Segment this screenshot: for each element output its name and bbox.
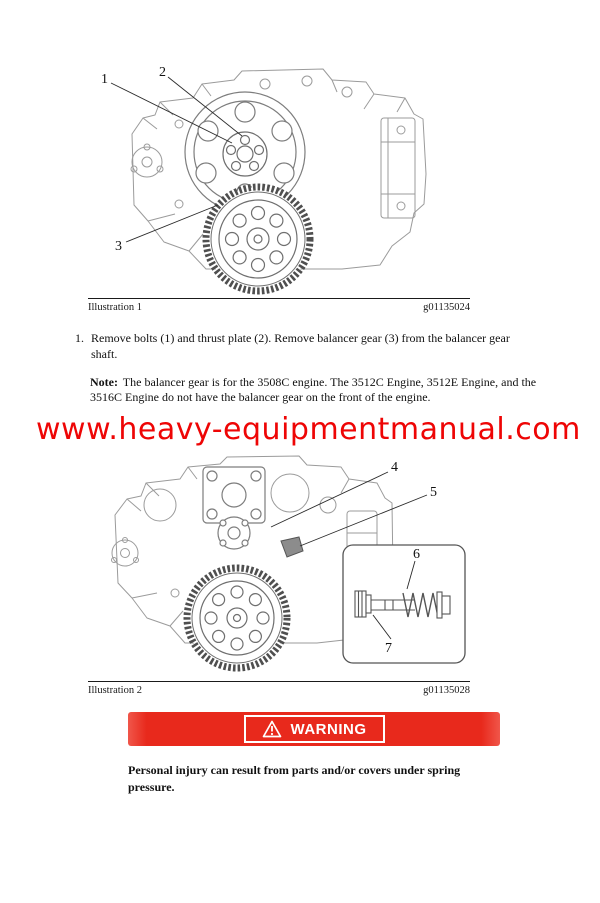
inset-detail-box: [342, 544, 466, 664]
callout-3-label: 3: [115, 239, 122, 254]
crankshaft-gear: [183, 564, 291, 672]
thrust-plate-hub: [222, 131, 268, 177]
note: Note: The balancer gear is for the 3508C…: [90, 375, 550, 407]
illustration-1-caption: Illustration 1 g01135024: [88, 298, 470, 313]
step-1-number: 1.: [75, 331, 84, 345]
step-1: 1. Remove bolts (1) and thrust plate (2)…: [75, 331, 520, 363]
callout-2-label: 2: [159, 65, 166, 80]
engine-block-outline: [130, 68, 427, 270]
engine-front-drawing-2: 4 5 6 7: [111, 455, 466, 672]
illustration-2-label: Illustration 2: [88, 685, 142, 697]
warning-banner: WARNING: [128, 712, 500, 747]
spring-bracket: [280, 536, 304, 558]
manual-page: 1 2 3 Illustration 1 g01135024 1. Remove…: [0, 54, 600, 796]
front-cover-plate: [202, 466, 266, 550]
callout-labels: 1 2 3: [101, 65, 166, 254]
note-label: Note:: [90, 374, 118, 389]
illustration-2-figure: 4 5 6 7: [85, 453, 475, 679]
warning-title-label: WARNING: [290, 720, 367, 738]
callout-6-label: 6: [413, 547, 420, 562]
illustration-2-code: g01135028: [423, 685, 470, 697]
callout-leader-lines: [270, 471, 428, 640]
engine-front-drawing-1: 1 2 3: [101, 65, 427, 295]
callout-labels: 4 5 6 7: [385, 460, 437, 656]
illustration-2-caption: Illustration 2 g01135028: [88, 681, 470, 696]
illustration-1-label: Illustration 1: [88, 302, 142, 313]
illustration-1-figure: 1 2 3: [85, 54, 475, 296]
warning-title-box: WARNING: [243, 715, 385, 744]
illustration-1-code: g01135024: [423, 302, 470, 313]
watermark-text: www.heavy-equipmentmanual.com: [36, 412, 581, 448]
warning-triangle-icon: [262, 720, 281, 738]
balancer-gear: [202, 183, 314, 295]
callout-leader-lines: [110, 76, 243, 243]
callout-1-label: 1: [101, 72, 108, 87]
step-1-text: Remove bolts (1) and thrust plate (2). R…: [91, 331, 510, 361]
bolt-and-spring-drawing: [354, 590, 451, 619]
callout-5-label: 5: [430, 485, 437, 500]
callout-7-label: 7: [385, 641, 392, 656]
callout-4-label: 4: [391, 460, 398, 475]
note-text: The balancer gear is for the 3508C engin…: [90, 374, 537, 405]
warning-body-text: Personal injury can result from parts an…: [128, 763, 461, 795]
